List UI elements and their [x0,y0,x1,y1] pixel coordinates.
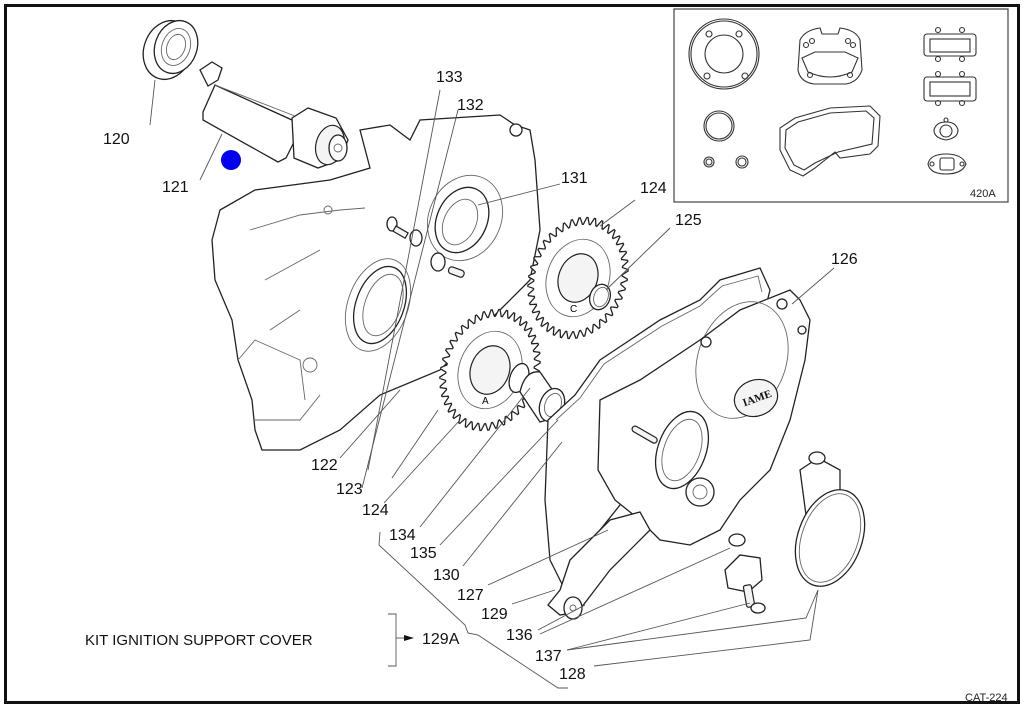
callout-130: 130 [433,567,460,584]
callout-125: 125 [675,212,702,229]
intake-gasket [933,117,959,141]
callout-135: 135 [410,545,437,562]
exhaust-gasket [927,153,967,175]
kit-title: KIT IGNITION SUPPORT COVER [85,632,313,649]
gear-mark: C [570,304,577,315]
ignition-cover-126: IAME [597,289,811,546]
callout-123: 123 [336,481,363,498]
callout-126: 126 [831,251,858,268]
callout-122: 122 [311,457,338,474]
o-ring-large [703,110,735,142]
location-marker[interactable] [221,150,241,170]
leader-lines [149,79,835,689]
callout-132: 132 [457,97,484,114]
arrow-icon [404,635,414,641]
callout-136: 136 [506,627,533,644]
callout-121: 121 [162,179,189,196]
kit-reference: 129A [422,631,460,648]
callout-133: 133 [436,69,463,86]
o-ring-128 [794,489,866,587]
clamp-136 [724,451,841,593]
callout-128: 128 [559,666,586,683]
callout-124-upper: 124 [640,180,667,197]
callout-120: 120 [103,131,130,148]
head-gasket [688,18,760,90]
callout-127: 127 [457,587,484,604]
callout-137: 137 [535,648,562,665]
callout-129: 129 [481,606,508,623]
gear-124-lower: A [439,308,541,432]
catalog-code: CAT-224 [965,692,1008,704]
crankcase-gasket [779,105,881,177]
kit-bracket [388,613,414,667]
callout-131: 131 [561,170,588,187]
crankcase-122 [211,114,541,451]
seal-small-left [703,156,715,168]
gear-mark: A [482,396,489,407]
gear-hub [557,253,599,303]
gear-hub [469,345,511,395]
base-gasket [797,27,863,85]
bolt-washer-132 [430,252,465,278]
reed-gasket-top [923,26,977,63]
inset-label: 420A [970,188,996,200]
bearing-120 [142,19,199,81]
callout-labels: 120 121 133 132 131 124 125 126 122 123 … [103,69,858,683]
gasket-kit-inset: 420A [673,8,1009,203]
shaft-121 [199,61,349,169]
callout-124-lower: 124 [362,502,389,519]
reed-gasket-bottom [923,70,977,107]
spacer-125 [588,283,612,311]
seal-small-right [735,155,749,169]
callout-134: 134 [389,527,416,544]
